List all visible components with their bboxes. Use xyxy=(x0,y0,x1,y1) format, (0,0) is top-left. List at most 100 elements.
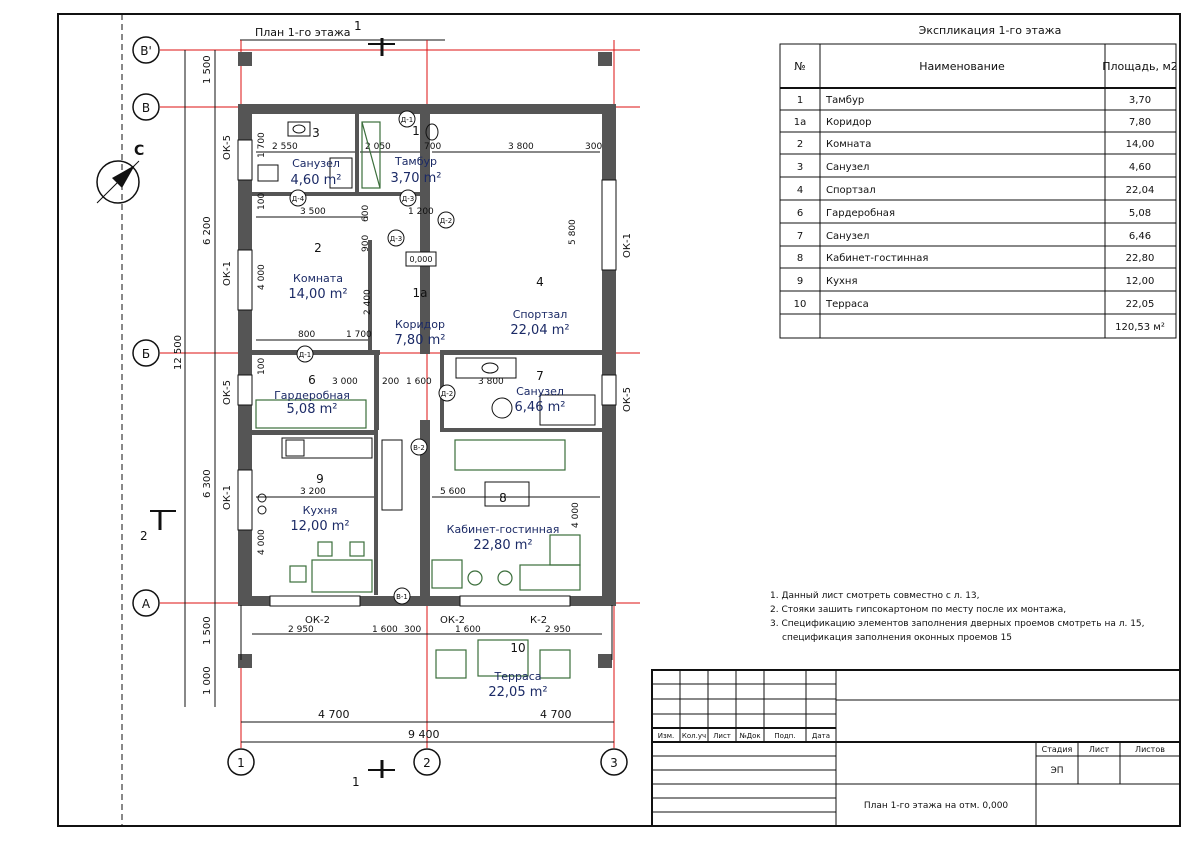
svg-text:3 000: 3 000 xyxy=(332,377,358,387)
svg-text:1: 1 xyxy=(237,756,245,770)
svg-text:7: 7 xyxy=(797,231,803,242)
svg-text:Д-1: Д-1 xyxy=(299,351,311,359)
title-block: Изм. Кол.уч Лист №Док Подп. Дата Стадия … xyxy=(651,669,1181,827)
svg-text:3 200: 3 200 xyxy=(300,487,326,497)
svg-text:2 550: 2 550 xyxy=(272,142,298,152)
svg-text:1 200: 1 200 xyxy=(408,207,434,217)
svg-text:5,08: 5,08 xyxy=(1129,208,1151,219)
room-label-1: 1 Тамбур 3,70 m² xyxy=(391,124,442,186)
window-marks: ОК-5 ОК-1 ОК-5 ОК-1 ОК-1 ОК-5 ОК-2 ОК-2 … xyxy=(222,135,633,626)
svg-text:В: В xyxy=(142,101,150,115)
axis-bubble-2: 2 xyxy=(413,748,441,776)
svg-text:100: 100 xyxy=(257,358,267,375)
table-row: 1а Коридор 7,80 xyxy=(794,117,1151,128)
furniture xyxy=(255,121,596,679)
svg-text:12,00 m²: 12,00 m² xyxy=(290,519,349,534)
svg-text:1 500: 1 500 xyxy=(202,55,213,84)
svg-text:22,05 m²: 22,05 m² xyxy=(488,685,547,700)
svg-text:А: А xyxy=(142,597,151,611)
room-label-3: 3 Санузел 4,60 m² xyxy=(291,126,342,188)
section-mark-1-top: 1 xyxy=(354,19,395,56)
svg-text:Спортзал: Спортзал xyxy=(826,185,876,196)
axis-bubble-v: В xyxy=(132,93,160,121)
svg-text:4,60 m²: 4,60 m² xyxy=(291,173,342,188)
svg-text:Гардеробная: Гардеробная xyxy=(274,389,350,402)
svg-text:2 950: 2 950 xyxy=(288,625,314,635)
svg-text:800: 800 xyxy=(298,330,315,340)
svg-text:Кухня: Кухня xyxy=(826,276,858,287)
svg-text:ОК-5: ОК-5 xyxy=(222,380,233,405)
svg-text:ОК-5: ОК-5 xyxy=(222,135,233,160)
svg-text:7: 7 xyxy=(536,369,544,383)
svg-text:4,60: 4,60 xyxy=(1129,162,1151,173)
axis-bubble-3: 3 xyxy=(600,748,628,776)
svg-text:3: 3 xyxy=(610,756,618,770)
svg-text:200: 200 xyxy=(382,377,399,387)
room-label-4: 4 Спортзал 22,04 m² xyxy=(510,275,569,338)
inner-dimensions: 2 550 2 050 3 800 300 700 3 500 600 1 20… xyxy=(252,132,602,635)
svg-text:Санузел: Санузел xyxy=(516,385,564,398)
svg-text:Коридор: Коридор xyxy=(395,318,445,331)
svg-text:2: 2 xyxy=(314,241,322,255)
svg-text:В': В' xyxy=(140,44,152,58)
svg-text:С: С xyxy=(134,143,144,159)
svg-text:5,08 m²: 5,08 m² xyxy=(287,402,338,417)
svg-text:6: 6 xyxy=(308,373,316,387)
svg-text:Д-4: Д-4 xyxy=(292,195,305,203)
room-label-9: 9 Кухня 12,00 m² xyxy=(290,472,349,534)
svg-text:1. Данный лист смотреть совмес: 1. Данный лист смотреть совместно с л. 1… xyxy=(770,591,980,601)
windows xyxy=(237,139,617,607)
north-arrow-icon: С xyxy=(96,143,144,204)
svg-text:100: 100 xyxy=(257,193,267,210)
svg-text:1 700: 1 700 xyxy=(257,132,267,158)
svg-text:Санузел: Санузел xyxy=(826,162,869,173)
svg-text:ОК-1: ОК-1 xyxy=(222,261,233,286)
svg-text:1: 1 xyxy=(352,775,360,789)
svg-text:2 950: 2 950 xyxy=(545,625,571,635)
notes: 1. Данный лист смотреть совместно с л. 1… xyxy=(770,591,1145,643)
level-mark: 0,000 xyxy=(405,251,437,267)
svg-text:9: 9 xyxy=(316,472,324,486)
svg-text:4 000: 4 000 xyxy=(257,264,267,290)
svg-text:Кухня: Кухня xyxy=(303,504,338,517)
svg-text:Стадия: Стадия xyxy=(1042,745,1073,754)
svg-text:1 000: 1 000 xyxy=(202,666,213,695)
dimension-chain-left: 1 500 6 200 12 500 6 300 1 500 1 000 xyxy=(173,50,216,707)
table-row: 8 Кабинет-гостинная 22,80 xyxy=(797,253,1155,264)
svg-text:Дата: Дата xyxy=(812,732,830,740)
table-row: 4 Спортзал 22,04 xyxy=(797,185,1155,196)
svg-text:6,46: 6,46 xyxy=(1129,231,1151,242)
svg-text:22,04: 22,04 xyxy=(1126,185,1155,196)
svg-text:4: 4 xyxy=(536,275,544,289)
svg-text:4 000: 4 000 xyxy=(257,529,267,555)
svg-text:1 500: 1 500 xyxy=(202,616,213,645)
svg-text:3: 3 xyxy=(797,162,803,173)
room-label-1a: 1а Коридор 7,80 m² xyxy=(395,286,446,348)
svg-text:2: 2 xyxy=(140,529,148,543)
svg-text:Д-3: Д-3 xyxy=(390,235,402,243)
svg-text:4 700: 4 700 xyxy=(540,708,572,721)
svg-text:Терраса: Терраса xyxy=(494,670,542,683)
axis-bubble-a: А xyxy=(132,589,160,617)
svg-text:В-2: В-2 xyxy=(413,444,425,452)
svg-text:Площадь, м2: Площадь, м2 xyxy=(1102,60,1178,73)
svg-text:12 500: 12 500 xyxy=(173,335,184,370)
svg-text:Тамбур: Тамбур xyxy=(394,155,437,168)
svg-text:1: 1 xyxy=(412,124,420,138)
svg-text:10: 10 xyxy=(794,299,807,310)
room-label-7: 7 Санузел 6,46 m² xyxy=(515,369,566,415)
svg-text:5 600: 5 600 xyxy=(440,487,466,497)
room-label-6: 6 Гардеробная 5,08 m² xyxy=(274,373,350,417)
svg-text:1 600: 1 600 xyxy=(455,625,481,635)
svg-text:ОК-2: ОК-2 xyxy=(440,615,465,626)
svg-text:3. Спецификацию элементов запо: 3. Спецификацию элементов заполнения две… xyxy=(770,619,1145,629)
svg-text:1: 1 xyxy=(797,95,803,106)
table-row: 7 Санузел 6,46 xyxy=(797,231,1151,242)
svg-text:Кабинет-гостинная: Кабинет-гостинная xyxy=(447,523,560,536)
svg-text:8: 8 xyxy=(499,491,507,505)
svg-text:Кабинет-гостинная: Кабинет-гостинная xyxy=(826,253,928,264)
svg-text:Санузел: Санузел xyxy=(292,157,340,170)
svg-text:22,04 m²: 22,04 m² xyxy=(510,323,569,338)
svg-text:1а: 1а xyxy=(794,117,807,128)
svg-text:0,000: 0,000 xyxy=(410,255,433,264)
